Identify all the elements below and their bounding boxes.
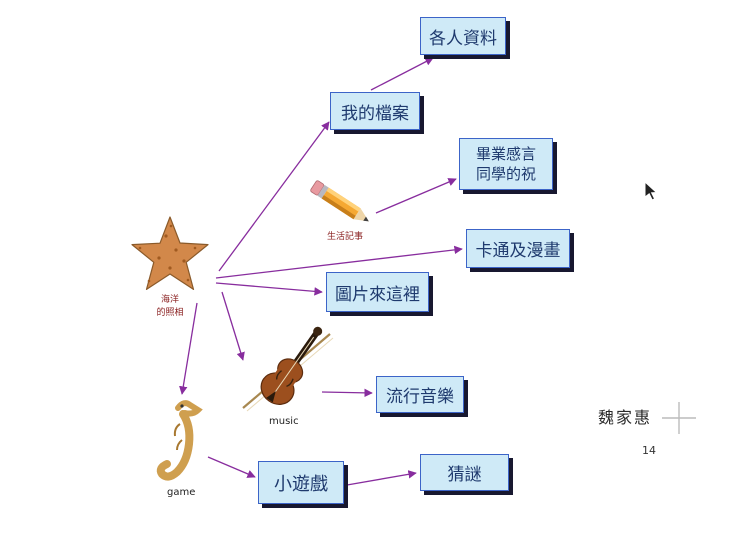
starfish-caption-line1: 海洋 (160, 295, 179, 305)
pencil-caption: 生活記事 (327, 232, 364, 242)
node-my-files[interactable]: 我的檔案 (330, 92, 420, 130)
seahorse-caption: game (167, 487, 196, 498)
node-label: 流行音樂 (386, 387, 454, 407)
arrow-violin-to-popmusic (321, 388, 373, 398)
arrow-hub-to-violin (221, 291, 245, 361)
author-name: 魏家惠 (598, 408, 653, 427)
arrow-hub-to-pictures (215, 282, 323, 296)
violin-caption: music (269, 416, 299, 427)
crosshair-graphic (662, 402, 696, 434)
node-cartoons[interactable]: 卡通及漫畫 (466, 229, 570, 268)
arrow-seahorse-to-games (207, 456, 256, 478)
arrow-hub-to-myfiles (218, 121, 330, 272)
pencil-image (310, 180, 369, 222)
arrow-games-to-riddles (346, 470, 417, 486)
node-pop-music[interactable]: 流行音樂 (376, 376, 464, 413)
node-label: 卡通及漫畫 (475, 241, 561, 261)
violin-image (242, 326, 334, 412)
node-label: 各人資料 (429, 28, 497, 49)
node-personal-info[interactable]: 各人資料 (420, 17, 506, 55)
node-label: 圖片來這裡 (335, 284, 420, 305)
starfish-caption-line2: 的照相 (156, 308, 184, 318)
node-graduation[interactable]: 畢業感言 同學的祝 (459, 138, 553, 190)
node-label: 小遊戲 (274, 473, 328, 495)
node-label: 我的檔案 (341, 103, 409, 124)
starfish-image (131, 216, 209, 290)
arrow-hub-to-cartoons (215, 245, 463, 279)
node-label-line2: 同學的祝 (475, 165, 536, 183)
node-pictures[interactable]: 圖片來這裡 (326, 272, 429, 312)
node-label: 猜謎 (447, 465, 482, 485)
node-label-line1: 畢業感言 (475, 144, 536, 163)
arrow-hub-to-seahorse (179, 302, 198, 395)
seahorse-image (156, 400, 203, 481)
arrow-group (179, 57, 463, 486)
arrow-myfiles-to-personal (370, 57, 434, 91)
arrow-pencil-to-graduation (375, 178, 457, 214)
starfish-caption: 海洋 的照相 (146, 294, 194, 320)
node-riddles[interactable]: 猜謎 (420, 454, 509, 491)
node-mini-games[interactable]: 小遊戲 (258, 461, 344, 504)
page-number: 14 (642, 444, 656, 457)
